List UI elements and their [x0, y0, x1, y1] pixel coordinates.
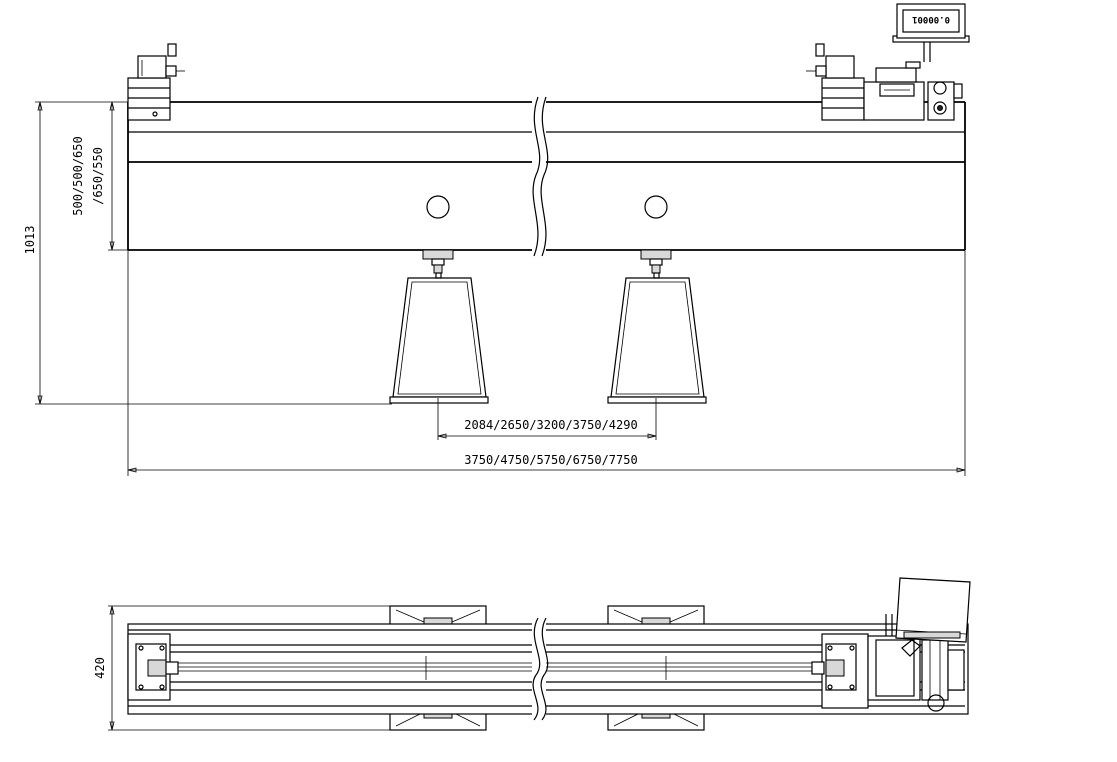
height-dim-label: 1013: [23, 226, 37, 255]
right-carriage: [806, 35, 963, 121]
display-reading: 0.00001: [912, 14, 950, 24]
beam-height-dim-label-1: 500/500/650: [71, 136, 85, 215]
support-stand-left: [389, 249, 489, 404]
beam-hole-right: [644, 195, 668, 219]
digital-display: 0.00001: [892, 3, 970, 43]
support-spacing-dimension: 2084/2650/3200/3750/4290: [437, 398, 657, 440]
top-break-line: [532, 617, 549, 721]
support-stand-right: [607, 249, 707, 404]
beam-height-dimension: 500/500/650 /650/550: [71, 101, 128, 251]
break-line: [532, 96, 549, 257]
top-left-carriage: [127, 633, 179, 701]
top-display-panel: [895, 577, 971, 643]
width-dim-label: 420: [93, 657, 107, 679]
overall-length-dim-label: 3750/4750/5750/6750/7750: [464, 453, 637, 467]
support-spacing-dim-label: 2084/2650/3200/3750/4290: [464, 418, 637, 432]
left-carriage: [127, 43, 185, 121]
front-view: 0.00001 1013 500/500/650 /650/550 2084/2…: [23, 3, 970, 476]
width-dimension: 420: [93, 605, 390, 731]
height-dimension: 1013: [23, 101, 392, 405]
overall-length-dimension: 3750/4750/5750/6750/7750: [127, 250, 966, 476]
top-right-carriage: [811, 614, 965, 712]
main-beam: [127, 101, 966, 251]
beam-hole-left: [426, 195, 450, 219]
beam-height-dim-label-2: /650/550: [91, 147, 105, 205]
top-view: 420: [93, 577, 971, 731]
